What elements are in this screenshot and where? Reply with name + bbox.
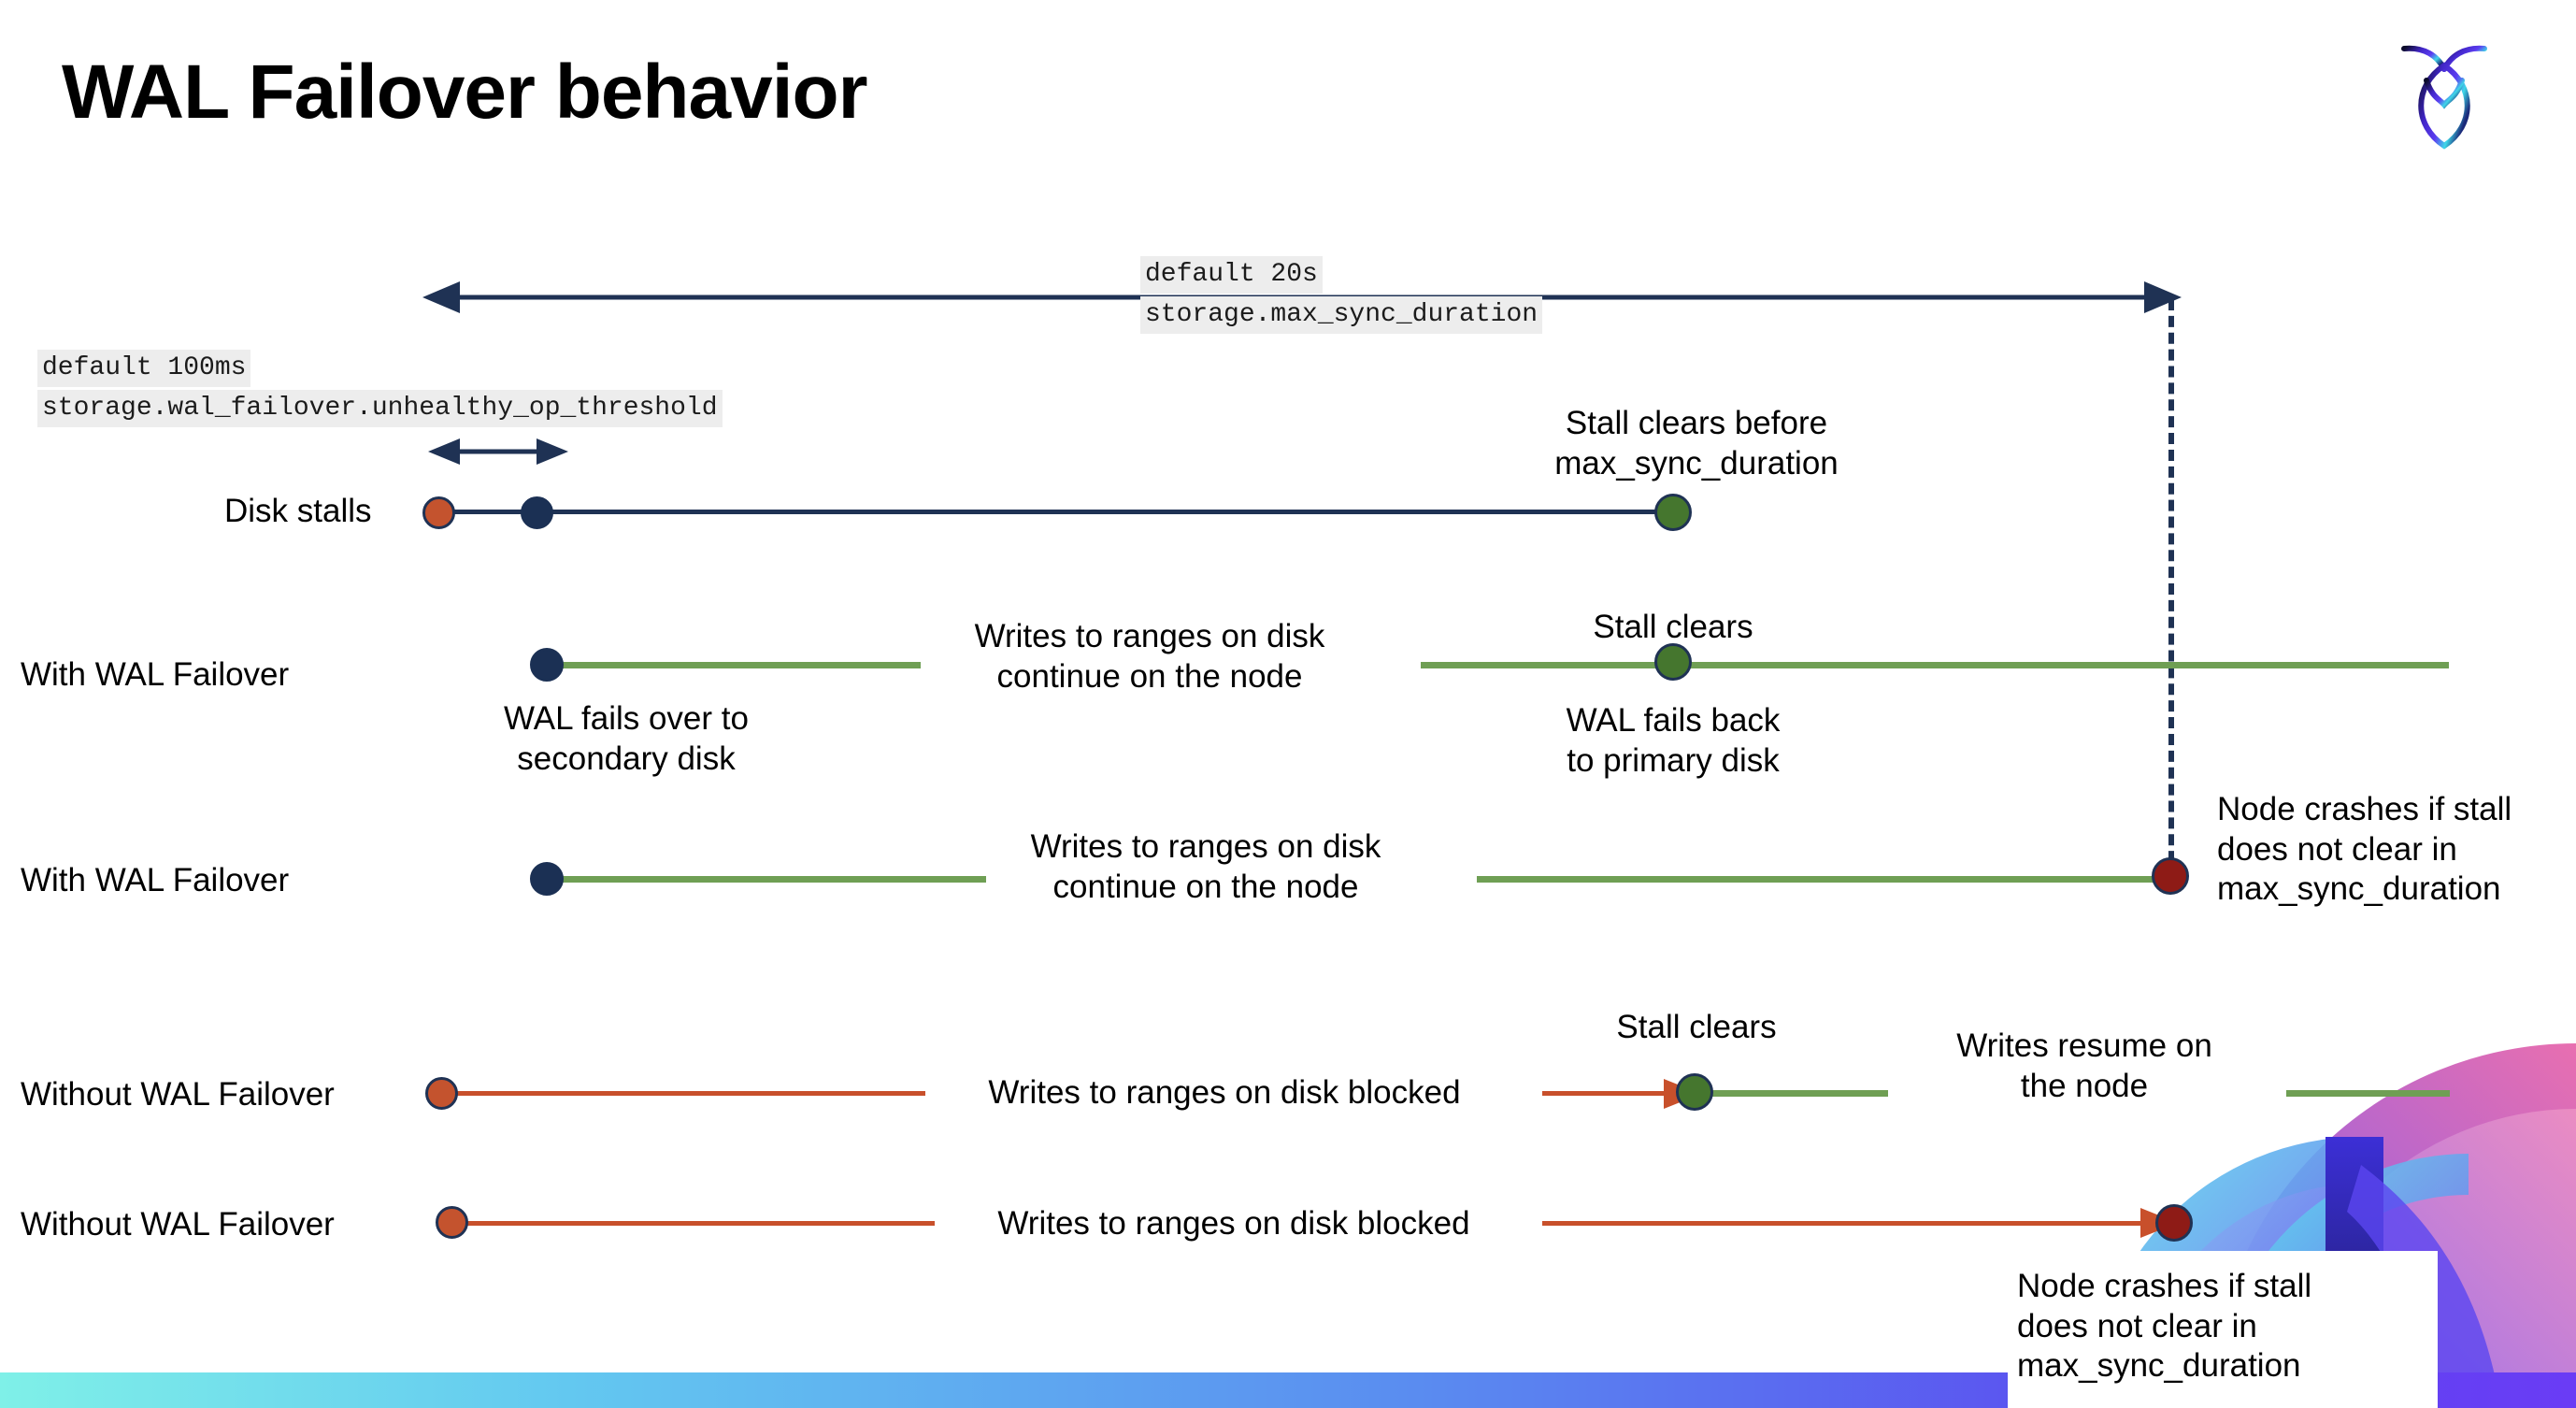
wal-failover-2-segment-a [547,876,986,883]
annotation-stall-clears-1: Stall clears [1514,608,1832,648]
annotation-wal-fails-over: WAL fails over to secondary disk [449,699,804,779]
annotation-writes-blocked-2-text: Writes to ranges on disk blocked [997,1205,1470,1242]
disk-stalls-line [439,510,1673,514]
disk-stalls-detect-dot [521,496,553,529]
without-wal-2-crash-dot [2155,1204,2193,1242]
row-label-with-wal-failover-1: With WAL Failover [21,656,290,693]
annotation-node-crashes-1-line2: does not clear in [2217,830,2457,868]
unhealthy-op-name-chip: storage.wal_failover.unhealthy_op_thresh… [37,390,723,427]
annotation-writes-resume-line1: Writes resume on [1956,1027,2212,1064]
annotation-node-crashes-1-line3: max_sync_duration [2217,870,2501,908]
wal-failover-2-crash-dot [2152,857,2189,895]
wal-failover-1-segment-b [1421,662,2449,668]
without-wal-1-blocked-line-a [449,1091,925,1096]
annotation-node-crashes-1-line1: Node crashes if stall [2217,791,2512,827]
annotation-writes-continue-2-line1: Writes to ranges on disk [1030,828,1381,865]
wal-failover-1-failover-dot [530,648,564,682]
annotation-writes-continue-1-line1: Writes to ranges on disk [974,618,1325,654]
annotation-wal-fails-over-line2: secondary disk [517,740,736,777]
row-label-without-wal-failover-1: Without WAL Failover [21,1076,335,1113]
without-wal-1-resume-line-a [1710,1090,1888,1097]
annotation-node-crashes-2-line3: max_sync_duration [2017,1347,2301,1385]
annotation-writes-continue-1-line2: continue on the node [996,657,1303,695]
annotation-writes-resume: Writes resume on the node [1925,1027,2243,1106]
without-wal-1-blocked-line-b [1542,1091,1678,1096]
disk-stalls-clear-dot [1654,494,1692,531]
max-sync-default-chip: default 20s [1140,256,1323,294]
without-wal-2-start-dot [436,1206,468,1239]
annotation-stall-clears-before: Stall clears before max_sync_duration [1524,404,1869,483]
annotation-stall-clears-2: Stall clears [1542,1008,1851,1048]
annotation-stall-clears-before-line1: Stall clears before [1565,405,1828,441]
annotation-wal-fails-back-line1: WAL fails back [1566,702,1781,739]
disk-stalls-start-dot [422,496,455,529]
annotation-wal-fails-over-line1: WAL fails over to [504,700,749,737]
without-wal-1-resume-line-b [2286,1090,2450,1097]
annotation-node-crashes-2: Node crashes if stall does not clear in … [2017,1267,2428,1386]
annotation-writes-blocked-2: Writes to ranges on disk blocked [944,1204,1524,1244]
annotation-writes-resume-line2: the node [2020,1067,2149,1104]
cockroachdb-logo-icon [2393,28,2496,159]
annotation-stall-clears-before-line2: max_sync_duration [1554,444,1839,481]
annotation-node-crashes-2-line2: does not clear in [2017,1307,2257,1344]
row-label-disk-stalls: Disk stalls [224,493,372,529]
row-label-without-wal-failover-2: Without WAL Failover [21,1206,335,1243]
annotation-node-crashes-1: Node crashes if stall does not clear in … [2217,790,2572,910]
max-sync-duration-guide-line [2168,299,2174,879]
annotation-stall-clears-2-text: Stall clears [1616,1009,1777,1045]
annotation-writes-blocked-1-text: Writes to ranges on disk blocked [988,1074,1461,1111]
max-sync-name-chip: storage.max_sync_duration [1140,296,1543,334]
annotation-wal-fails-back-line2: to primary disk [1567,741,1780,779]
annotation-wal-fails-back: WAL fails back to primary disk [1514,701,1832,781]
without-wal-2-blocked-line-b [1542,1221,2150,1226]
unhealthy-op-default-chip: default 100ms [37,350,251,387]
annotation-writes-continue-2: Writes to ranges on disk continue on the… [991,827,1421,907]
wal-failover-2-segment-b [1477,876,2168,883]
annotation-writes-continue-1: Writes to ranges on disk continue on the… [935,617,1365,697]
page-title: WAL Failover behavior [62,50,868,135]
annotation-node-crashes-2-line1: Node crashes if stall [2017,1268,2312,1304]
wal-failover-1-segment-a [547,662,921,668]
annotation-writes-blocked-1: Writes to ranges on disk blocked [935,1073,1514,1113]
wal-failover-2-failover-dot [530,862,564,896]
without-wal-1-start-dot [425,1077,458,1110]
annotation-writes-continue-2-line2: continue on the node [1052,868,1359,905]
row-label-with-wal-failover-2: With WAL Failover [21,862,290,898]
annotation-stall-clears-1-text: Stall clears [1593,609,1753,645]
wal-failover-1-clear-dot [1654,643,1692,681]
without-wal-1-clear-dot [1676,1073,1713,1111]
without-wal-2-blocked-line-a [458,1221,935,1226]
